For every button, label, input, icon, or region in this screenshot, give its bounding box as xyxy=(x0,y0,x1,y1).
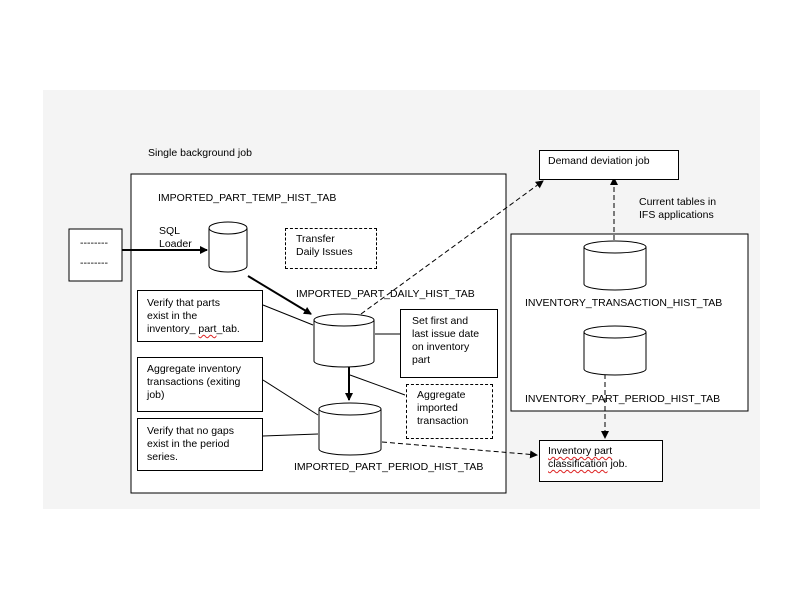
verify-gaps-box: Verify that no gaps exist in the period … xyxy=(137,418,263,471)
set-dates-box: Set first and last issue date on invento… xyxy=(400,309,498,378)
connector-verify-gaps xyxy=(262,433,319,437)
input-file-line-1: -------- xyxy=(80,237,108,249)
input-file-box xyxy=(68,228,123,282)
cylinder-temp-hist xyxy=(208,221,248,273)
cylinder-period-hist xyxy=(318,402,382,456)
connector-aggregate-imported xyxy=(349,374,406,396)
period-hist-label: IMPORTED_PART_PERIOD_HIST_TAB xyxy=(294,461,484,473)
verify-parts-box: Verify that parts exist in the inventory… xyxy=(137,290,263,342)
dashed-arrow-period-to-classification xyxy=(381,441,538,459)
part-period-hist-label: INVENTORY_PART_PERIOD_HIST_TAB xyxy=(525,393,721,405)
connector-verify-parts xyxy=(262,304,314,326)
cylinder-transaction-hist xyxy=(583,240,647,291)
dashed-arrow-daily-to-demand xyxy=(360,180,544,315)
background-job-label: Single background job xyxy=(148,147,252,159)
demand-deviation-job-box: Demand deviation job xyxy=(539,150,679,180)
aggregate-inventory-box: Aggregate inventory transactions (exitin… xyxy=(137,357,263,412)
classification-job-box: Inventory part classification job. xyxy=(539,440,663,482)
transaction-hist-label: INVENTORY_TRANSACTION_HIST_TAB xyxy=(525,297,723,309)
connector-aggregate-inv xyxy=(262,379,319,416)
daily-hist-label: IMPORTED_PART_DAILY_HIST_TAB xyxy=(296,288,475,300)
cylinder-part-period-hist xyxy=(583,325,647,376)
input-file-line-2: -------- xyxy=(80,257,108,269)
aggregate-imported-box: Aggregate imported transaction xyxy=(406,384,493,439)
temp-hist-label: IMPORTED_PART_TEMP_HIST_TAB xyxy=(158,192,337,204)
cylinder-daily-hist xyxy=(313,313,375,368)
arrow-temp-to-daily xyxy=(247,275,312,315)
